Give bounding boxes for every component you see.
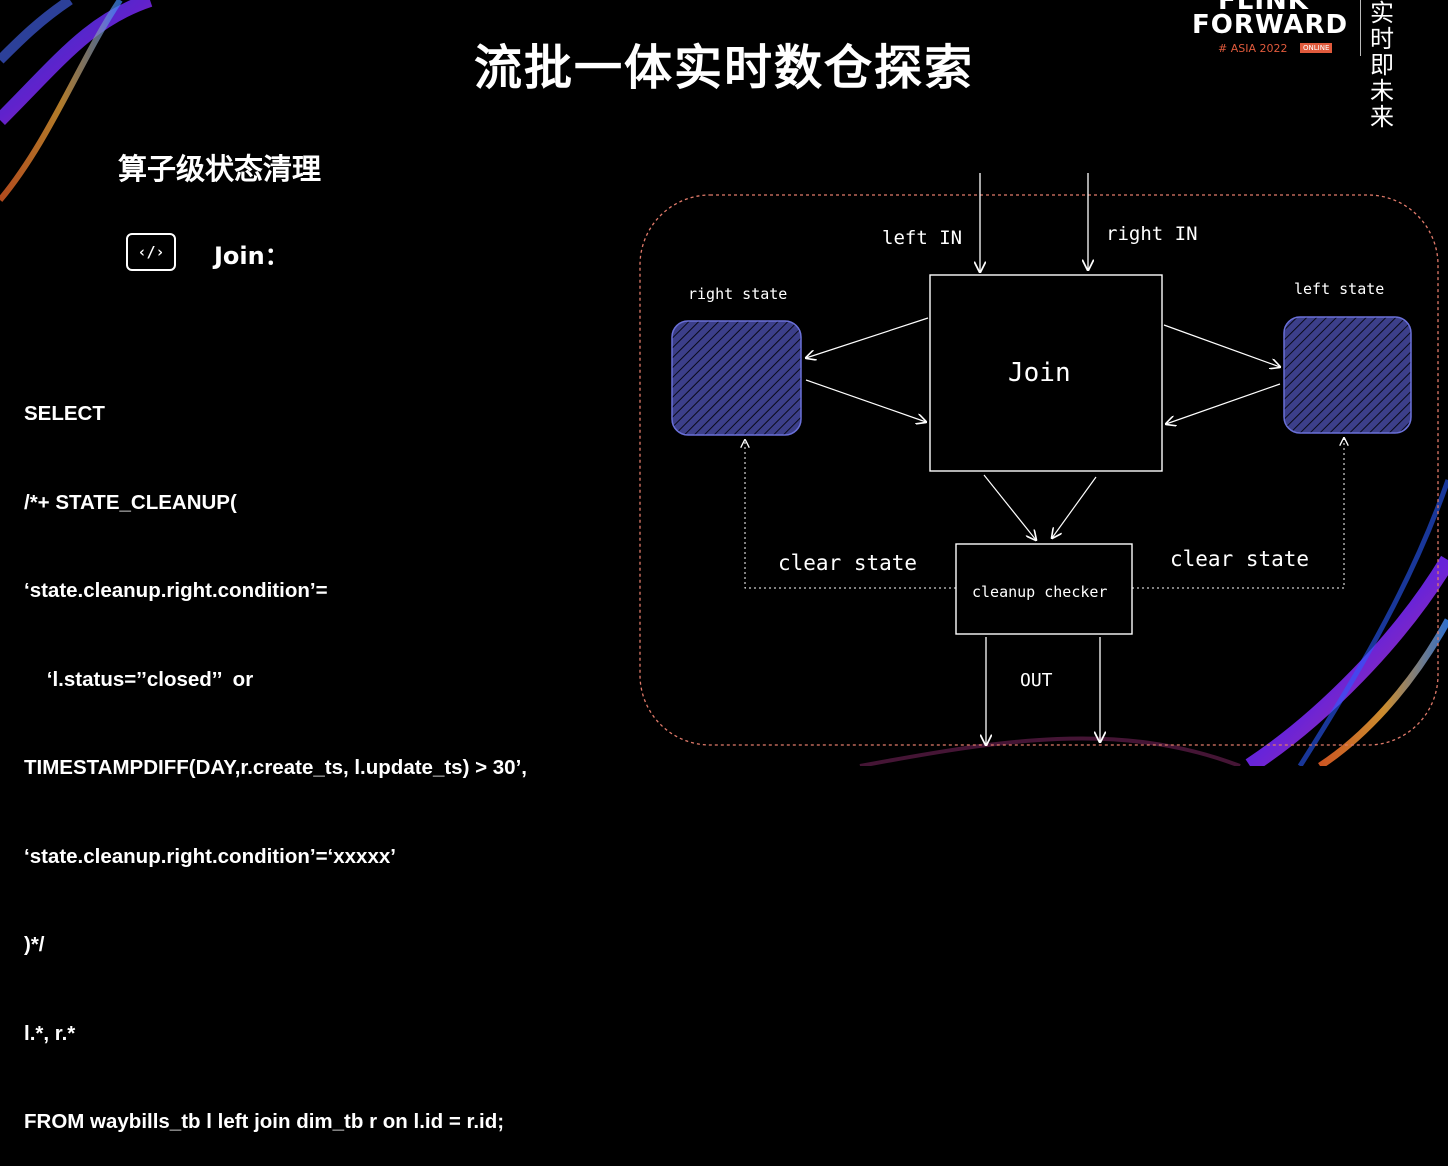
logo-badge: ONLINE — [1300, 43, 1333, 53]
logo-line2: FORWARD — [1192, 10, 1349, 40]
flink-forward-logo: FLINK FORWARD # ASIA 2022 ONLINE 实时即未来 — [1180, 0, 1448, 130]
logo-cn: 实时即未来 — [1370, 0, 1394, 131]
code-line: l.*, r.* — [24, 1021, 76, 1045]
join-to-checker-arrow-a — [983, 474, 1036, 540]
join-section-label: Join： — [214, 242, 289, 270]
code-line: )*/ — [24, 933, 45, 956]
cleanup-checker-label: cleanup checker — [972, 583, 1107, 601]
logo-line3: # ASIA 2022 — [1218, 42, 1288, 55]
right-state-label: right state — [688, 285, 787, 303]
left-in-label: left IN — [882, 227, 962, 249]
logo-line1: FLINK — [1218, 0, 1309, 16]
join-operator-box — [929, 274, 1163, 472]
clear-state-left-label: clear state — [778, 551, 917, 575]
code-line: FROM waybills_tb l left join dim_tb r on… — [24, 1110, 505, 1133]
code-line: ‘state.cleanup.right.condition’=‘xxxxx’ — [24, 844, 396, 868]
join-state-diagram: left IN right IN Join right state left s… — [639, 173, 1439, 766]
clear-state-right-label: clear state — [1170, 547, 1309, 571]
code-line: ‘state.cleanup.right.condition’= — [24, 579, 328, 602]
join-operator-label: Join — [1008, 358, 1071, 388]
clear-right-state-path — [745, 440, 956, 589]
out-label: OUT — [1020, 670, 1053, 691]
right-in-label: right IN — [1106, 223, 1198, 245]
background-decoration — [0, 0, 1448, 766]
left-state-box — [1283, 316, 1412, 434]
join-to-right-state-arrow — [806, 317, 929, 358]
logo-separator — [1360, 0, 1361, 56]
operator-boundary — [639, 194, 1439, 746]
left-state-to-join-arrow — [1166, 383, 1281, 424]
left-state-label: left state — [1294, 280, 1384, 298]
right-state-box — [671, 320, 802, 436]
cleanup-checker-box — [955, 543, 1133, 635]
slide-title: 流批一体实时数仓探索 — [473, 40, 974, 96]
join-to-checker-arrow-b — [1052, 476, 1097, 538]
code-icon: ‹/› — [126, 233, 176, 271]
code-line: /*+ STATE_CLEANUP( — [24, 490, 237, 514]
right-state-to-join-arrow — [805, 379, 926, 422]
join-to-left-state-arrow — [1163, 324, 1280, 367]
code-line: SELECT — [24, 402, 105, 425]
clear-left-state-path — [1132, 438, 1344, 589]
section-subtitle: 算子级状态清理 — [118, 152, 322, 186]
code-line: ‘l.status=’’closed’’ or — [24, 667, 254, 691]
